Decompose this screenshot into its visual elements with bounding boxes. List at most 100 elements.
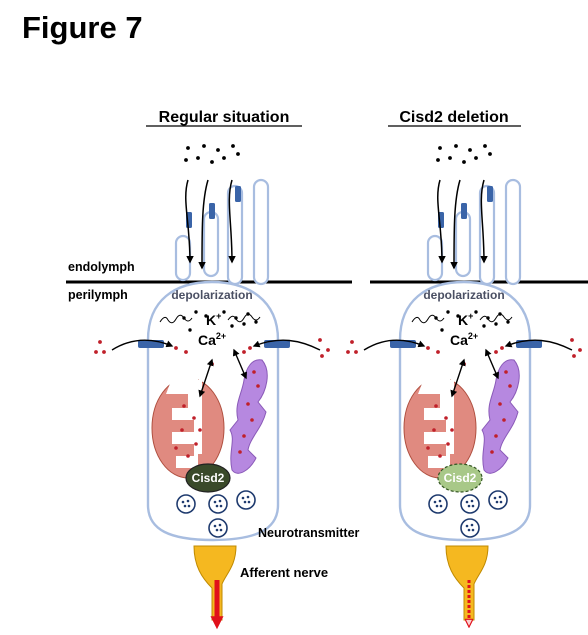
neurotransmitter-molecule bbox=[183, 504, 187, 508]
calcium-ion bbox=[102, 350, 106, 354]
potassium-ion bbox=[236, 152, 240, 156]
potassium-influx-arrow bbox=[198, 179, 209, 270]
potassium-ion bbox=[462, 160, 466, 164]
neurotransmitter-molecule bbox=[470, 499, 474, 503]
cisd2-label: Cisd2 bbox=[192, 471, 225, 485]
depolarization-wave bbox=[159, 314, 193, 324]
neurotransmitter-molecule bbox=[471, 504, 475, 508]
synaptic-vesicle bbox=[460, 518, 480, 538]
potassium-ion bbox=[230, 324, 234, 328]
potassium-ion bbox=[210, 160, 214, 164]
neurotransmitter-molecule bbox=[471, 528, 475, 532]
potassium-ion bbox=[196, 156, 200, 160]
neurotransmitter-molecule bbox=[186, 499, 190, 503]
calcium-ion bbox=[494, 350, 498, 354]
potassium-ion bbox=[498, 312, 502, 316]
calcium-ion bbox=[570, 338, 574, 342]
afferent-nerve-terminal bbox=[445, 545, 489, 621]
k-ion-label-regular: K+ bbox=[206, 311, 221, 328]
neurotransmitter-molecule bbox=[219, 504, 223, 508]
calcium-ion bbox=[174, 446, 178, 450]
depolarization-label-regular: depolarization bbox=[171, 288, 252, 302]
calcium-ion bbox=[318, 338, 322, 342]
calcium-ion bbox=[504, 370, 508, 374]
mitochondrion-cristae bbox=[418, 368, 454, 468]
potassium-ion bbox=[468, 148, 472, 152]
calcium-ion bbox=[450, 428, 454, 432]
panel-title-regular: Regular situation bbox=[159, 109, 290, 126]
synaptic-vesicle bbox=[460, 494, 480, 514]
calcium-ion bbox=[186, 454, 190, 458]
figure-title: Figure 7 bbox=[22, 10, 143, 45]
potassium-ion bbox=[222, 310, 226, 314]
depolarization-label-deletion: depolarization bbox=[423, 288, 504, 302]
potassium-ion bbox=[436, 158, 440, 162]
neurotransmitter-molecule bbox=[218, 523, 222, 527]
k-ion-label-deletion: K+ bbox=[458, 311, 473, 328]
calcium-ion bbox=[94, 350, 98, 354]
calcium-ion bbox=[242, 434, 246, 438]
stereocilium bbox=[454, 210, 472, 278]
neurotransmitter-molecule bbox=[218, 499, 222, 503]
synaptic-vesicle bbox=[176, 494, 196, 514]
neurotransmitter-molecule bbox=[439, 504, 443, 508]
potassium-ion bbox=[184, 158, 188, 162]
mechanotransduction-channel bbox=[487, 186, 493, 202]
cisd2-protein bbox=[437, 463, 483, 493]
potassium-ion bbox=[182, 316, 186, 320]
neurotransmitter-molecule bbox=[243, 500, 247, 504]
stereocilium bbox=[504, 178, 522, 286]
calcium-ion bbox=[446, 442, 450, 446]
stereocilium bbox=[252, 178, 270, 286]
potassium-influx-arrow bbox=[480, 179, 488, 264]
neurotransmitter-molecule bbox=[470, 523, 474, 527]
mitochondrion-cristae bbox=[166, 368, 202, 468]
calcium-ion bbox=[490, 450, 494, 454]
neurotransmitter-molecule bbox=[246, 495, 250, 499]
calcium-ion bbox=[194, 442, 198, 446]
synaptic-vesicle bbox=[208, 518, 228, 538]
neurotransmitter-molecule bbox=[465, 500, 469, 504]
calcium-ion bbox=[326, 348, 330, 352]
neurotransmitter-molecule bbox=[465, 524, 469, 528]
potassium-ion bbox=[242, 322, 246, 326]
synaptic-vesicle bbox=[236, 490, 256, 510]
ca-ion-label-deletion: Ca2+ bbox=[450, 331, 478, 348]
potassium-ion bbox=[474, 156, 478, 160]
neurotransmitter-molecule bbox=[495, 500, 499, 504]
synaptic-vesicle bbox=[488, 490, 508, 510]
potassium-ion bbox=[194, 310, 198, 314]
potassium-ion bbox=[483, 144, 487, 148]
neurotransmitter-molecule bbox=[187, 504, 191, 508]
neurotransmitter-molecule bbox=[241, 496, 245, 500]
calcium-exchange-arrow-er bbox=[484, 348, 500, 380]
depolarization-wave bbox=[479, 313, 513, 323]
calcium-influx-arrow bbox=[252, 339, 321, 351]
calcium-ion bbox=[494, 434, 498, 438]
panel-regular-situation: Cisd2 Regular situation depolarization K+… bbox=[94, 109, 330, 630]
potassium-ion bbox=[231, 144, 235, 148]
calcium-ion bbox=[248, 346, 252, 350]
potassium-ion bbox=[482, 324, 486, 328]
endoplasmic-reticulum bbox=[229, 359, 268, 474]
potassium-ion bbox=[254, 320, 258, 324]
calcium-influx-arrow bbox=[111, 339, 174, 351]
potassium-ion bbox=[440, 328, 444, 332]
calcium-ion bbox=[192, 416, 196, 420]
neurotransmitter-molecule bbox=[493, 496, 497, 500]
calcium-exchange-arrow-er bbox=[232, 348, 248, 380]
potassium-influx-arrow bbox=[437, 179, 446, 264]
potassium-ion bbox=[474, 310, 478, 314]
potassium-ion bbox=[456, 314, 460, 318]
potassium-ion bbox=[506, 320, 510, 324]
mechanotransduction-channel bbox=[235, 186, 241, 202]
calcium-ion bbox=[502, 418, 506, 422]
potassium-ion bbox=[234, 316, 238, 320]
calcium-ion bbox=[320, 354, 324, 358]
potassium-ion bbox=[222, 156, 226, 160]
calcium-ion bbox=[444, 416, 448, 420]
neurotransmitter-molecule bbox=[435, 504, 439, 508]
endoplasmic-reticulum bbox=[481, 359, 520, 474]
neurotransmitter-molecule bbox=[499, 500, 503, 504]
